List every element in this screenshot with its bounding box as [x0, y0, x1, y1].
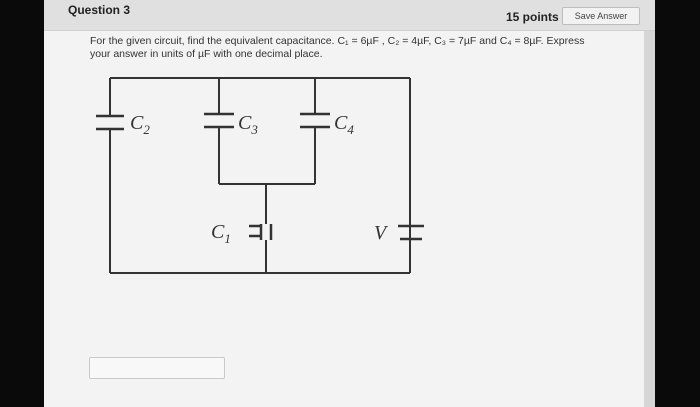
circuit-diagram: C2 C3 C4 C1 V: [96, 77, 424, 274]
label-v: V: [374, 222, 389, 244]
question-title: Question 3: [68, 3, 131, 17]
label-c2: C2: [130, 112, 150, 137]
prompt-line-1: For the given circuit, find the equivale…: [90, 35, 585, 47]
question-panel: Question 3 15 points Save Answer For the…: [44, 0, 655, 407]
panel-scroll-edge: [644, 31, 655, 407]
points-label: 15 points: [506, 10, 559, 24]
answer-input[interactable]: [89, 357, 225, 379]
question-header: Question 3 15 points Save Answer: [44, 0, 655, 31]
label-c3: C3: [238, 112, 258, 137]
question-content: For the given circuit, find the equivale…: [44, 31, 644, 407]
save-answer-button[interactable]: Save Answer: [562, 7, 640, 25]
circuit-wires: [109, 77, 411, 274]
question-prompt: For the given circuit, find the equivale…: [90, 35, 620, 61]
capacitor-plates: [96, 112, 424, 241]
label-c4: C4: [334, 112, 354, 137]
label-c1: C1: [211, 221, 231, 246]
prompt-line-2: your answer in units of µF with one deci…: [90, 48, 323, 60]
